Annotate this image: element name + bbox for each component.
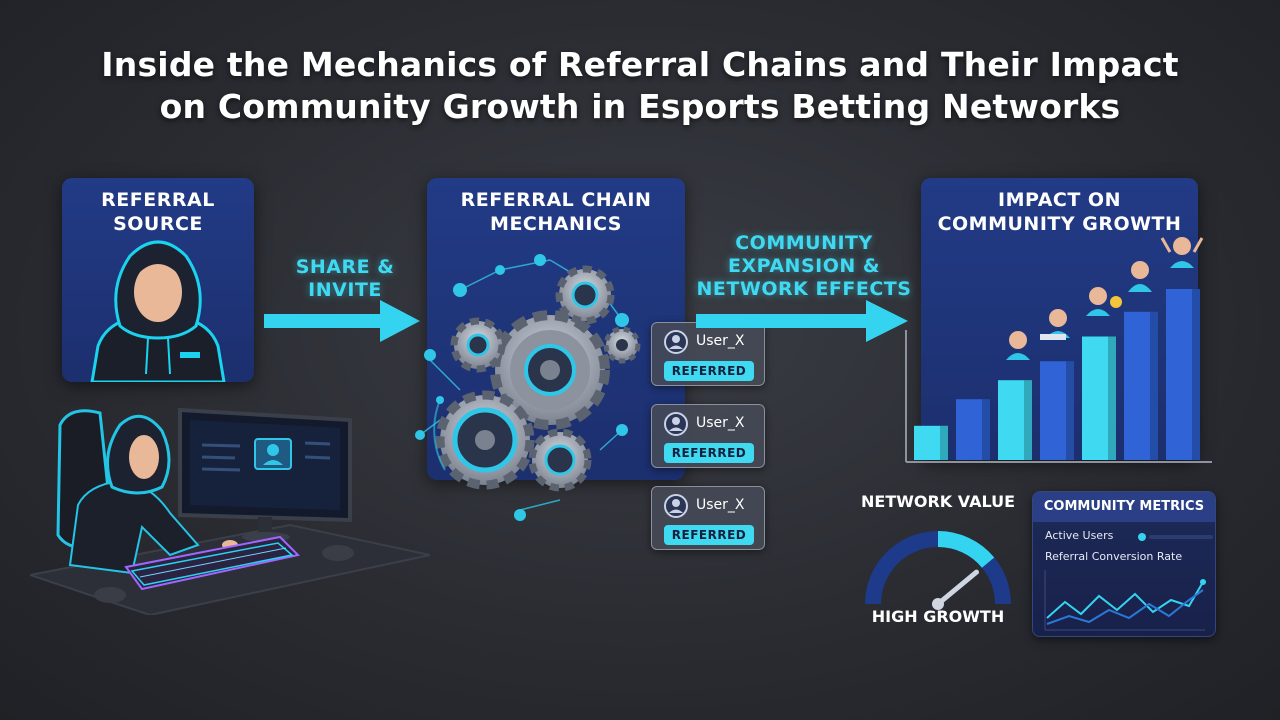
person-icon	[1128, 261, 1152, 292]
expansion-line-3: NETWORK EFFECTS	[696, 278, 912, 300]
user-avatar-icon	[664, 412, 688, 436]
growth-bar	[914, 425, 948, 460]
title-line-1: Inside the Mechanics of Referral Chains …	[101, 45, 1179, 84]
mechanics-title-line-2: MECHANICS	[490, 213, 622, 235]
monitor-icon	[178, 407, 352, 542]
growth-bar-shade	[1150, 311, 1158, 460]
expansion-line-1: COMMUNITY	[735, 232, 873, 254]
gauge-fill	[937, 531, 995, 568]
user-avatar-icon	[664, 330, 688, 354]
title-line-2: on Community Growth in Esports Betting N…	[159, 87, 1121, 126]
expansion-line-2: EXPANSION &	[728, 255, 880, 277]
active-users-label: Active Users	[1045, 529, 1114, 542]
person-icon	[1160, 237, 1204, 268]
referral-card-2-badge: REFERRED	[664, 443, 754, 463]
referral-source-title-line-1: REFERRAL	[101, 189, 215, 211]
share-invite-arrow	[264, 300, 420, 342]
growth-bar	[956, 399, 990, 460]
person-icon	[1006, 331, 1030, 360]
gamer-at-desk-illustration	[30, 407, 430, 615]
growth-bar-shade	[1192, 289, 1200, 460]
referral-card-3-user: User_X	[696, 497, 745, 513]
community-expansion-label: COMMUNITY EXPANSION & NETWORK EFFECTS	[692, 232, 916, 301]
growth-bar	[1166, 289, 1200, 460]
active-users-bar	[1138, 533, 1213, 541]
growth-bar-shade	[940, 425, 948, 460]
referral-card-1: User_X REFERRED	[651, 322, 765, 386]
growth-bar	[1124, 311, 1158, 460]
conversion-rate-label: Referral Conversion Rate	[1045, 550, 1183, 563]
community-metrics-header: COMMUNITY METRICS	[1033, 492, 1215, 522]
growth-bar	[1082, 336, 1116, 460]
community-expansion-arrow	[696, 300, 908, 342]
person-icon	[1086, 287, 1122, 316]
impact-title-line-1: IMPACT ON	[998, 189, 1121, 211]
referral-source-title-line-2: SOURCE	[113, 213, 203, 235]
mechanics-title-line-1: REFERRAL CHAIN	[460, 189, 652, 211]
conversion-line-chart	[1044, 570, 1206, 631]
growth-bar-shade	[982, 399, 990, 460]
referral-card-2-user: User_X	[696, 415, 745, 431]
community-people-icons	[1006, 237, 1204, 360]
share-invite-line-1: SHARE &	[295, 256, 395, 278]
impact-title-line-2: COMMUNITY GROWTH	[937, 213, 1182, 235]
referral-card-1-badge: REFERRED	[664, 361, 754, 381]
gears-network-icon	[415, 254, 641, 521]
network-value-gauge	[865, 531, 1011, 610]
hooded-figure-icon	[90, 240, 226, 382]
referral-source-title: REFERRAL SOURCE	[62, 188, 254, 236]
growth-bar	[998, 380, 1032, 460]
growth-bar	[1040, 361, 1074, 460]
share-invite-label: SHARE & INVITE	[270, 256, 420, 302]
referral-card-1-user: User_X	[696, 333, 745, 349]
share-invite-line-2: INVITE	[308, 279, 382, 301]
growth-bar-shade	[1066, 361, 1074, 460]
referral-card-2: User_X REFERRED	[651, 404, 765, 468]
referral-card-3: User_X REFERRED	[651, 486, 765, 550]
gauge-needle	[935, 569, 979, 607]
person-icon	[1040, 309, 1070, 340]
user-avatar-icon	[664, 494, 688, 518]
growth-bar-shade	[1108, 336, 1116, 460]
growth-bar-shade	[1024, 380, 1032, 460]
community-metrics-card: COMMUNITY METRICS Active Users Referral …	[1032, 491, 1216, 637]
network-value-label: NETWORK VALUE	[861, 492, 1015, 511]
mechanics-title: REFERRAL CHAIN MECHANICS	[427, 188, 685, 236]
referral-card-3-badge: REFERRED	[664, 525, 754, 545]
impact-title: IMPACT ON COMMUNITY GROWTH	[921, 188, 1198, 236]
referral-source-panel: REFERRAL SOURCE	[62, 178, 254, 382]
page-title: Inside the Mechanics of Referral Chains …	[0, 44, 1280, 128]
high-growth-label: HIGH GROWTH	[871, 607, 1005, 626]
growth-bar-chart	[905, 289, 1212, 463]
